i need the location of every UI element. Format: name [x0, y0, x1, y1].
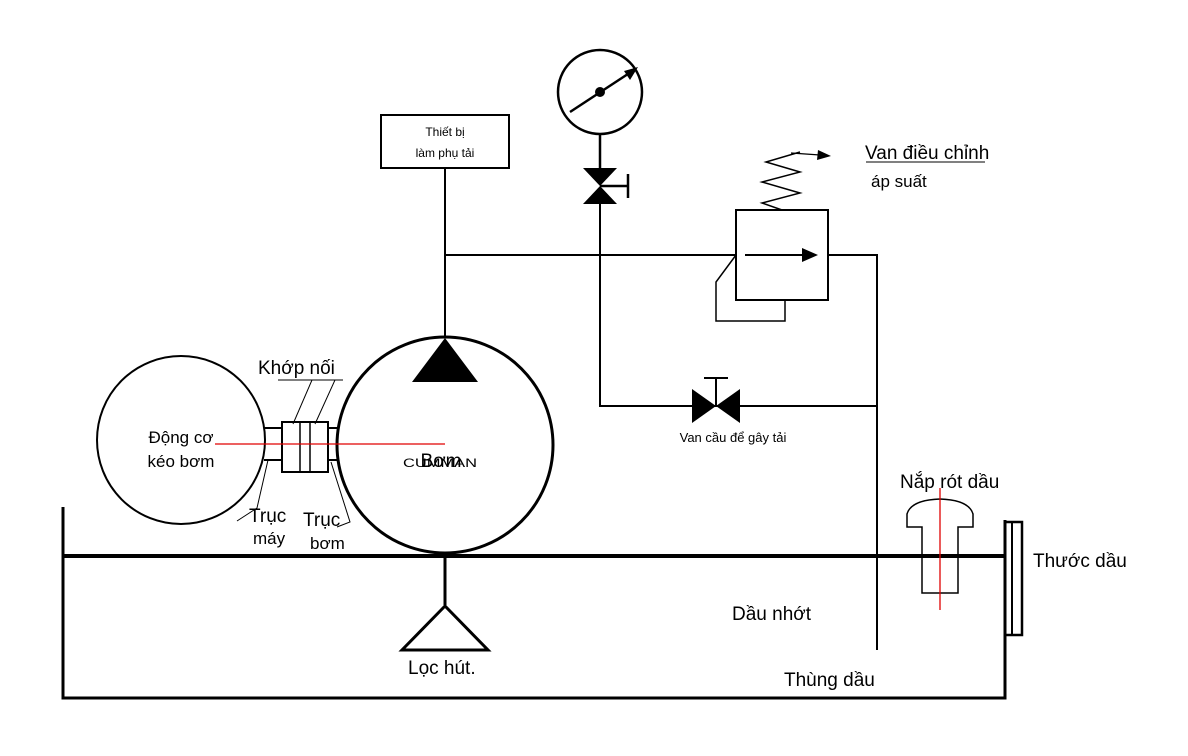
load-device-label-1: Thiết bị: [425, 125, 464, 139]
suction-filter: [398, 553, 492, 652]
load-device-label-2: làm phụ tải: [416, 146, 475, 160]
filler-cap-label: Nắp rót dầu: [900, 471, 999, 493]
pump-shaft-leader: [330, 461, 351, 528]
load-device: [380, 114, 510, 338]
pressure-gauge: [556, 48, 644, 168]
dipstick-label: Thước dầu: [1033, 551, 1127, 572]
pressure-relief-valve: [715, 150, 985, 322]
drive-motor: [96, 355, 266, 525]
motor-body: [96, 355, 266, 525]
globe-valve-label: Van cầu để gây tải: [680, 430, 787, 445]
return-line: [828, 254, 878, 650]
globe-valve-right-triangle: [716, 389, 740, 423]
relief-valve-adjust-arrow: [817, 150, 831, 160]
coupling-label: Khớp nối: [258, 358, 335, 379]
machine-shaft-leader: [236, 459, 269, 522]
loading-globe-valve: [692, 377, 740, 423]
gauge-valve-top-triangle: [583, 168, 617, 186]
gauge-shutoff-valve: [583, 168, 630, 204]
relief-valve-spring-cap: [790, 152, 821, 156]
pump-label-overlap-2: Bơm: [421, 451, 462, 472]
hydraulic-pump: [335, 335, 555, 555]
load-device-box: [380, 114, 510, 169]
machine-shaft-label-1: Trục: [249, 506, 286, 527]
lube-oil-label: Dầu nhớt: [732, 604, 812, 625]
relief-valve-spring: [759, 151, 803, 211]
coupling-assembly: [215, 379, 445, 528]
relief-valve-pilot-line: [715, 254, 786, 322]
suction-filter-label: Lọc hút.: [408, 658, 476, 679]
suction-filter-triangle: [398, 603, 492, 652]
load-branch-line: [599, 204, 877, 407]
gauge-pivot: [595, 87, 605, 97]
gauge-needle-tip: [624, 67, 638, 80]
pump-shaft-label-1: Trục: [303, 510, 340, 531]
globe-valve-left-triangle: [692, 389, 716, 423]
oil-filler-cap: [906, 488, 974, 610]
relief-valve-arrow-head: [802, 248, 818, 262]
dipstick: [1003, 520, 1024, 637]
pump-shaft-label-2: bơm: [310, 534, 345, 553]
pump-outlet-triangle: [412, 338, 478, 382]
coupling-leader-1: [292, 379, 313, 425]
dipstick-body: [1003, 520, 1024, 637]
coupling-body: [281, 421, 329, 473]
pressure-valve-label-1: Van điều chỉnh: [865, 143, 989, 164]
machine-shaft-label-2: máy: [253, 529, 286, 548]
motor-label-1: Động cơ: [148, 428, 213, 447]
coupling-leader-2: [314, 379, 336, 425]
oil-tank-label: Thùng dầu: [784, 670, 875, 691]
gauge-valve-bottom-triangle: [583, 186, 617, 204]
pump-label-overlap-1: CUMMAN: [403, 456, 477, 470]
pressure-valve-label-2: áp suất: [871, 172, 927, 191]
motor-label-2: kéo bơm: [148, 452, 215, 471]
